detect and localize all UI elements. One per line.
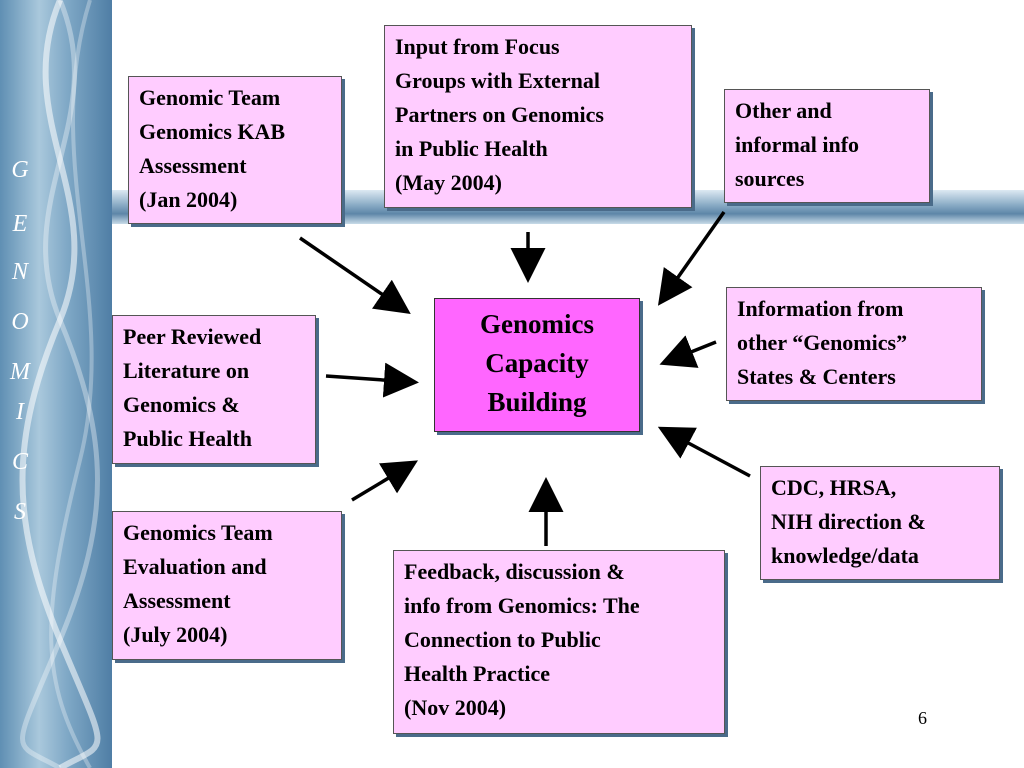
node-line: Genomic Team <box>139 85 281 110</box>
center-line: Capacity <box>485 348 589 379</box>
side-banner: G E N O M I C S <box>0 0 112 768</box>
node-feedback-discussion: Feedback, discussion & info from Genomic… <box>393 550 725 734</box>
node-line: (Nov 2004) <box>404 695 507 721</box>
node-focus-groups: Input from Focus Groups with External Pa… <box>384 25 692 208</box>
node-line: other “Genomics” <box>737 330 908 356</box>
node-line: Genomics KAB <box>139 119 286 145</box>
node-line: (May 2004) <box>395 170 502 196</box>
node-other-genomics-states: Information from other “Genomics” States… <box>726 287 982 401</box>
node-line: knowledge/data <box>771 543 919 569</box>
node-line: Evaluation and <box>123 554 267 580</box>
node-line: in Public Health <box>395 136 548 162</box>
banner-letter: S <box>14 499 26 525</box>
node-line: Public Health <box>123 426 252 452</box>
node-line: Groups with External <box>395 68 600 94</box>
node-line: Genomics Team <box>123 520 273 545</box>
arrow-peer-reviewed <box>325 362 419 398</box>
banner-letter: O <box>11 309 29 335</box>
node-cdc-hrsa-nih: CDC, HRSA, NIH direction & knowledge/dat… <box>760 466 1000 580</box>
center-line: Genomics <box>480 309 594 339</box>
node-line: Assessment <box>139 153 247 179</box>
node-line: Health Practice <box>404 661 550 687</box>
arrow-other-informal <box>657 210 726 306</box>
node-line: info from Genomics: The <box>404 593 640 619</box>
node-line: States & Centers <box>737 364 896 390</box>
arrow-cdc-hrsa <box>657 426 751 478</box>
arrow-genomic-team <box>299 236 411 314</box>
node-genomic-team-kab: Genomic Team Genomics KAB Assessment (Ja… <box>128 76 342 224</box>
arrow-other-states <box>659 335 717 368</box>
banner-letter: C <box>11 449 28 475</box>
node-line: informal info <box>735 132 860 158</box>
node-line: sources <box>735 166 805 192</box>
node-line: Partners on Genomics <box>395 102 604 128</box>
center-line: Building <box>487 387 587 418</box>
node-line: Connection to Public <box>404 627 601 653</box>
arrow-team-evaluation <box>351 460 419 502</box>
node-line: Peer Reviewed <box>123 324 262 349</box>
node-line: Genomics & <box>123 392 240 418</box>
banner-letter: E <box>12 211 28 237</box>
node-line: (Jan 2004) <box>139 187 238 213</box>
banner-letter: M <box>10 359 30 385</box>
banner-letter: G <box>11 157 29 183</box>
node-line: (July 2004) <box>123 622 228 648</box>
node-line: Feedback, discussion & <box>404 559 625 584</box>
center-node-genomics-capacity-building: Genomics Capacity Building <box>434 298 640 432</box>
dna-helix-decoration <box>19 0 101 768</box>
node-line: Input from Focus <box>395 34 560 59</box>
node-team-evaluation: Genomics Team Evaluation and Assessment … <box>112 511 342 660</box>
node-other-informal-sources: Other and informal info sources <box>724 89 930 203</box>
banner-letter: N <box>11 259 28 285</box>
node-line: Assessment <box>123 588 231 614</box>
node-line: CDC, HRSA, <box>771 475 897 500</box>
page-number: 6 <box>918 708 927 728</box>
banner-letter: I <box>16 399 24 425</box>
node-peer-reviewed-literature: Peer Reviewed Literature on Genomics & P… <box>112 315 316 464</box>
node-line: Other and <box>735 98 832 123</box>
node-line: Literature on <box>123 358 250 384</box>
node-line: Information from <box>737 296 904 321</box>
node-line: NIH direction & <box>771 509 926 535</box>
